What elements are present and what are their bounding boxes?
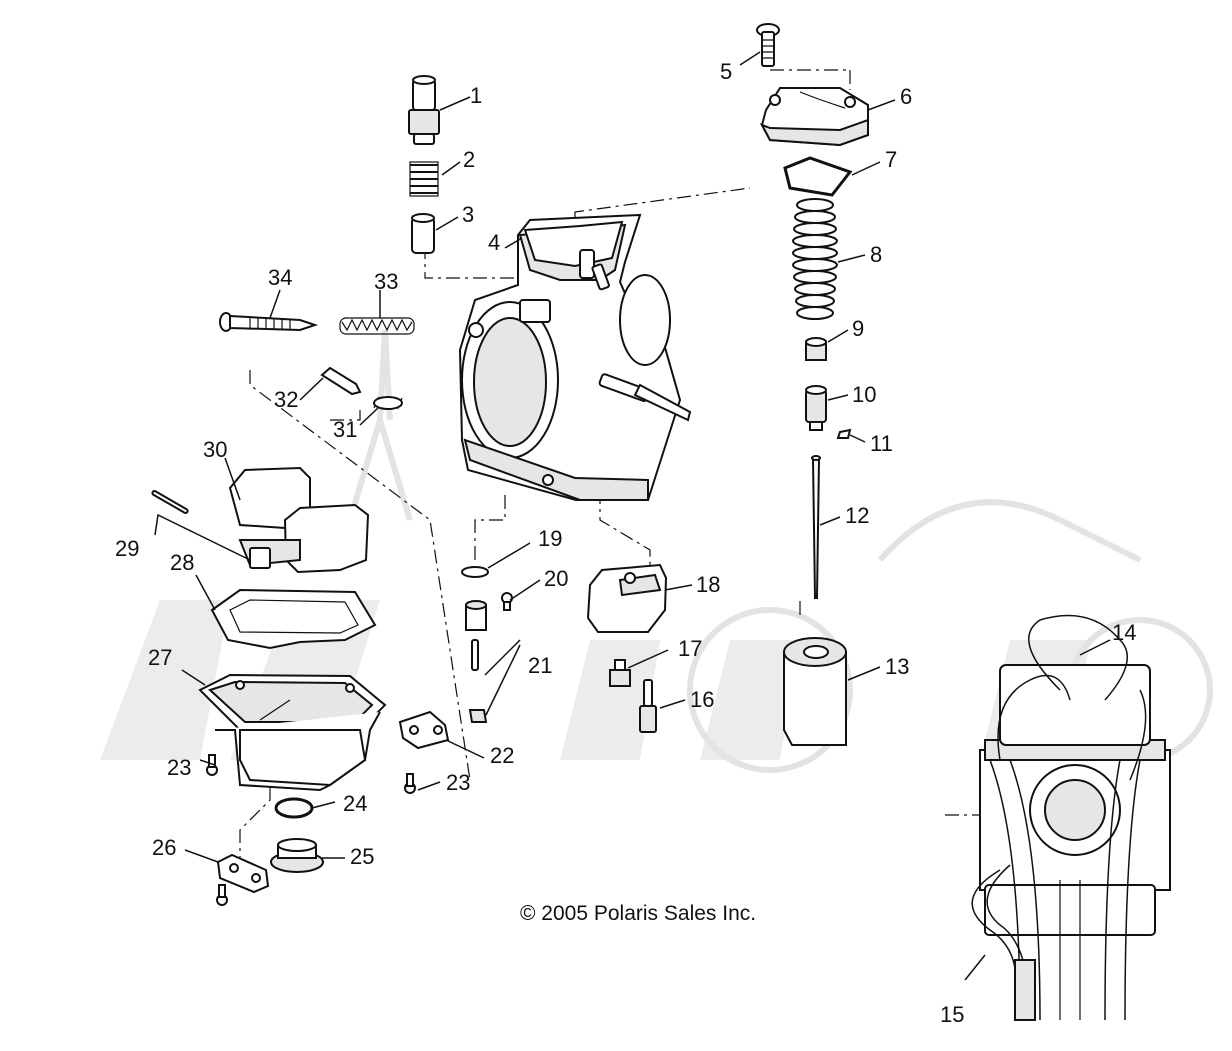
callout-1: 1 [470, 83, 482, 108]
part-1-fitting [408, 75, 440, 145]
part-24-o-ring [274, 797, 314, 819]
callout-27: 27 [148, 645, 172, 670]
callout-12: 12 [845, 503, 869, 528]
part-28-gasket [210, 588, 377, 650]
part-11-clip [836, 428, 852, 439]
callout-14: 14 [1112, 620, 1136, 645]
alignment-lines [239, 69, 990, 870]
part-21-needle-jet-set [465, 600, 488, 723]
copyright-notice: © 2005 Polaris Sales Inc. [520, 902, 756, 925]
callout-30: 30 [203, 437, 227, 462]
part-13-throttle-valve [783, 637, 847, 746]
callout-4: 4 [488, 230, 500, 255]
part-27-float-bowl [198, 673, 387, 792]
part-3-plunger [411, 213, 435, 254]
callout-7: 7 [885, 147, 897, 172]
part-30-float [228, 466, 370, 574]
callout-11: 11 [870, 431, 893, 456]
callout-19: 19 [538, 526, 562, 551]
callout-3: 3 [462, 202, 474, 227]
callout-8: 8 [870, 242, 882, 267]
part-20-screw [501, 592, 513, 611]
part-18-valve-body [586, 563, 668, 633]
callout-13: 13 [885, 654, 909, 679]
part-29-pin [151, 490, 189, 514]
callout-20: 20 [544, 566, 568, 591]
part-33-spring [339, 317, 415, 335]
callout-10: 10 [852, 382, 876, 407]
callout-25: 25 [350, 844, 374, 869]
part-23-screw-b [404, 773, 416, 794]
callout-26: 26 [152, 835, 176, 860]
part-22-bracket [398, 710, 450, 750]
callout-2: 2 [463, 147, 475, 172]
part-8-spring [792, 198, 838, 320]
callout-9: 9 [852, 316, 864, 341]
part-19-o-ring [461, 566, 489, 578]
callout-28: 28 [170, 550, 194, 575]
callout-21: 21 [528, 653, 552, 678]
part-16-pilot-jet [639, 679, 657, 733]
callout-16: 16 [690, 687, 714, 712]
callout-33: 33 [374, 269, 398, 294]
part-6-cap [759, 87, 869, 147]
part-23-screw-a [206, 754, 218, 776]
callout-23-right: 23 [446, 770, 470, 795]
part-12-jet-needle [811, 455, 821, 599]
part-14-15-assembly-view [971, 614, 1171, 1021]
part-4-carburetor-body [458, 213, 692, 501]
callout-15: 15 [940, 1002, 964, 1027]
part-32-pilot-screw [320, 366, 362, 396]
part-25-drain-plug [270, 838, 324, 873]
part-10-needle-holder [805, 385, 827, 431]
part-17-main-jet [609, 659, 631, 687]
callout-labels: 1 2 3 4 5 6 7 8 9 10 11 12 13 14 15 16 1… [115, 59, 1136, 1027]
callout-34: 34 [268, 265, 292, 290]
part-26-bracket [216, 853, 270, 906]
callout-18: 18 [696, 572, 720, 597]
callout-5: 5 [720, 59, 732, 84]
leader-lines [154, 51, 1111, 981]
callout-24: 24 [343, 791, 367, 816]
part-2-spring [409, 161, 439, 197]
part-31-spring [373, 396, 403, 410]
callout-6: 6 [900, 84, 912, 109]
callout-17: 17 [678, 636, 702, 661]
callout-29: 29 [115, 536, 139, 561]
callout-22: 22 [490, 743, 514, 768]
callout-32: 32 [274, 387, 298, 412]
callout-31: 31 [333, 417, 357, 442]
part-9-retainer [805, 337, 827, 361]
callout-23-left: 23 [167, 755, 191, 780]
part-7-gasket [783, 156, 853, 197]
part-5-screw [756, 23, 780, 67]
part-34-adjust-screw [219, 312, 319, 332]
